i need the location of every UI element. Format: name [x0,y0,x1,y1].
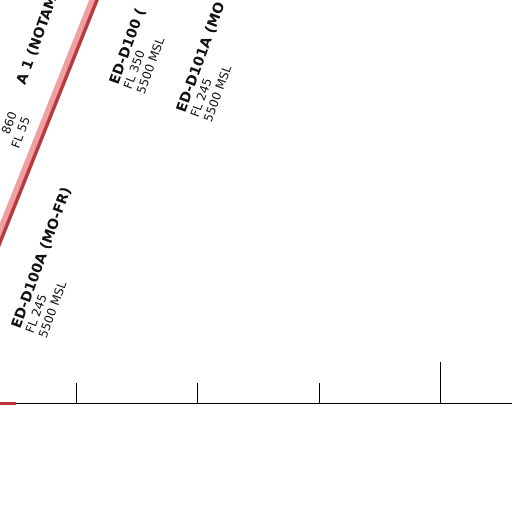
scale-bar [0,362,512,405]
airspace-boundary-halo [0,0,99,248]
airspace-label-ed-d100: ED-D100 ( FL 350 5500 MSL [107,6,168,95]
airspace-boundary-line [0,0,99,248]
airspace-label-ed-d100a: ED-D100A (MO-FR) FL 245 5500 MSL [9,185,75,340]
airspace-name: A 1 (NOTAM [14,0,61,87]
airspace-label-ed-d101a: ED-D101A (MO FL 245 5500 MSL [174,0,235,124]
airspace-boundary [0,0,99,248]
